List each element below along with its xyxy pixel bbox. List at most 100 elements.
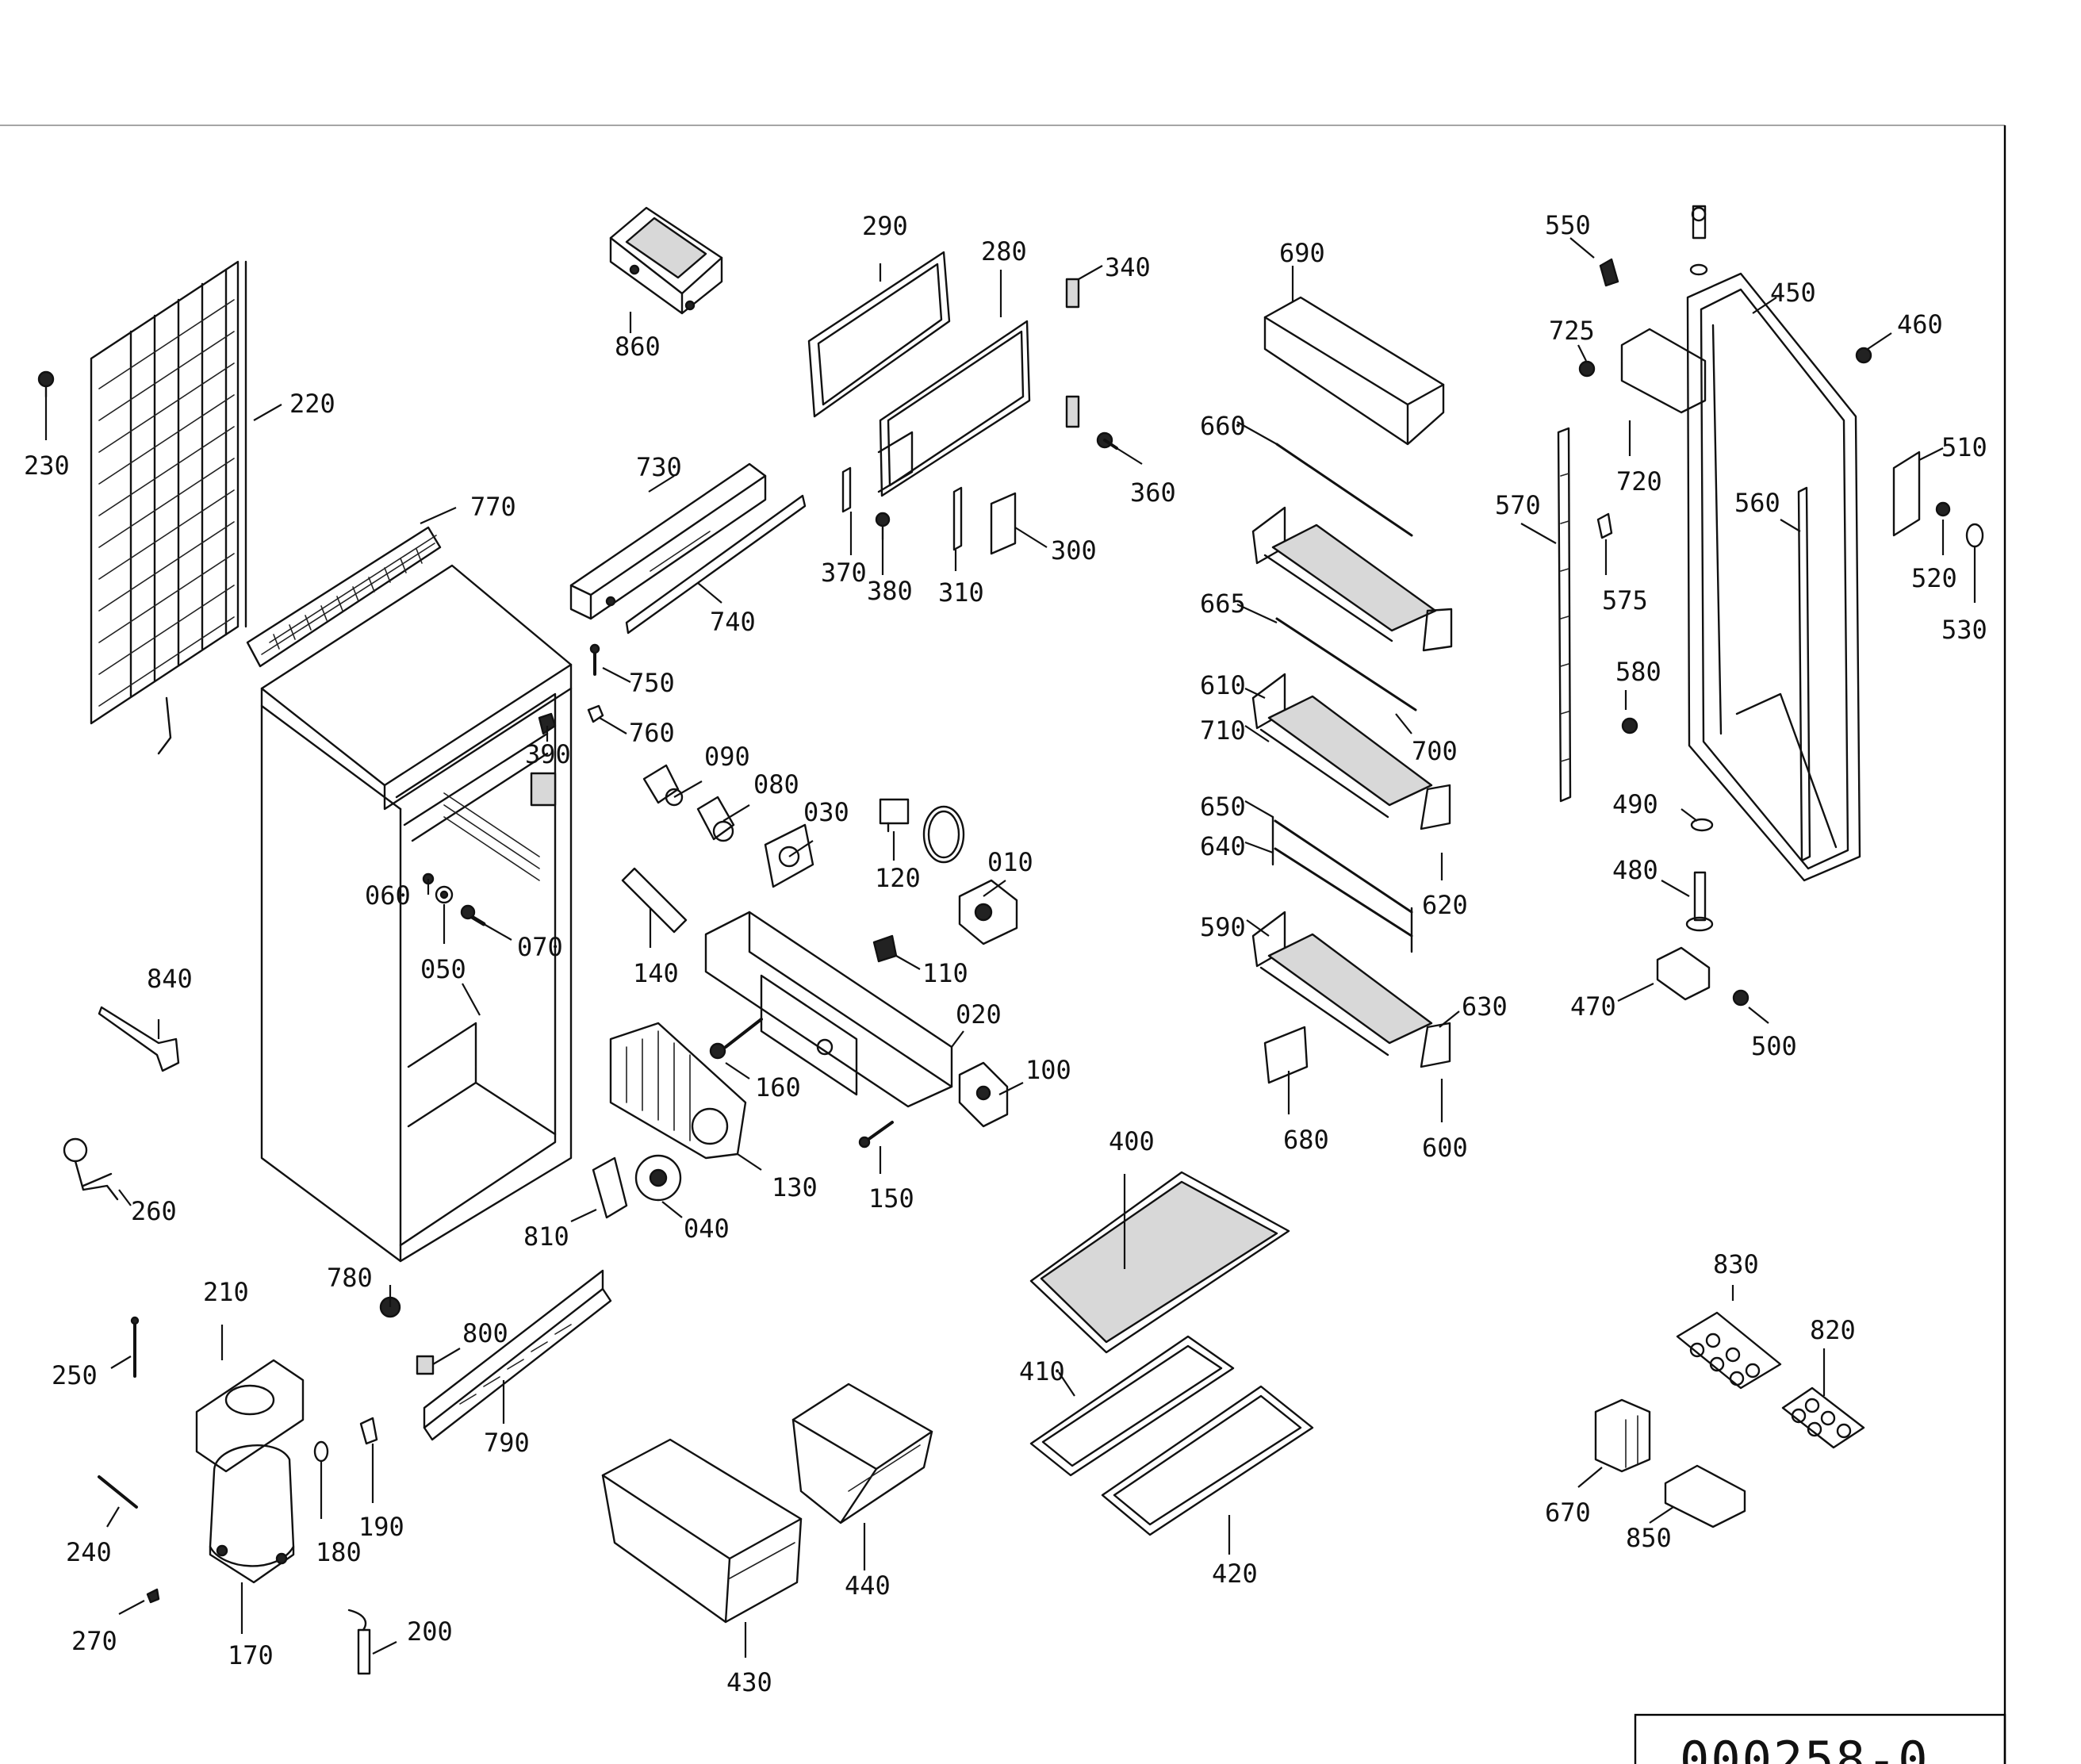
label-180: 180 <box>316 1537 362 1567</box>
power-cord-260 <box>63 1137 119 1201</box>
condenser-grid <box>90 260 247 755</box>
label-280: 280 <box>981 236 1027 267</box>
label-100: 100 <box>1025 1055 1071 1085</box>
label-260: 260 <box>131 1196 177 1226</box>
grommet-180 <box>313 1440 329 1463</box>
label-750: 750 <box>629 668 675 698</box>
washer-490 <box>1690 818 1714 832</box>
label-690: 690 <box>1279 238 1325 268</box>
drawer-440 <box>791 1382 933 1524</box>
label-710: 710 <box>1200 715 1246 746</box>
label-470: 470 <box>1570 991 1616 1022</box>
clip-390 <box>538 712 557 735</box>
label-620: 620 <box>1422 890 1468 920</box>
label-090: 090 <box>704 742 750 772</box>
rod-650 <box>1271 815 1413 953</box>
door-shelf-upper <box>1251 506 1453 652</box>
rail-570 <box>1557 427 1572 803</box>
label-790: 790 <box>484 1428 530 1458</box>
label-800: 800 <box>462 1318 508 1348</box>
label-730: 730 <box>636 452 682 482</box>
label-490: 490 <box>1612 789 1658 819</box>
label-140: 140 <box>633 958 679 988</box>
label-520: 520 <box>1911 563 1957 593</box>
label-480: 480 <box>1612 855 1658 885</box>
part-labels: 010 020 030 040 050 060 070 080 090 100 … <box>24 210 1987 1697</box>
screw-380 <box>875 512 891 541</box>
fan-housing-130 <box>609 1022 747 1160</box>
foot-270 <box>146 1588 160 1604</box>
label-460: 460 <box>1897 309 1943 339</box>
latch-370 <box>841 466 852 513</box>
screw-230 <box>37 370 55 398</box>
latch-310 <box>952 486 963 551</box>
label-600: 600 <box>1422 1133 1468 1163</box>
knob-090 <box>642 764 684 807</box>
label-050: 050 <box>420 954 466 984</box>
rod-660 <box>1275 443 1413 537</box>
screw-160 <box>709 1018 763 1060</box>
label-440: 440 <box>845 1570 891 1601</box>
label-570: 570 <box>1495 490 1541 520</box>
label-200: 200 <box>407 1616 453 1647</box>
label-370: 370 <box>821 558 867 588</box>
vent-grille <box>246 526 442 668</box>
label-190: 190 <box>358 1512 404 1542</box>
label-680: 680 <box>1283 1125 1329 1155</box>
label-720: 720 <box>1616 466 1662 497</box>
label-380: 380 <box>867 576 913 606</box>
cap-530 <box>1965 523 1984 548</box>
hinge-470 <box>1656 946 1711 1001</box>
clip-575 <box>1596 512 1613 539</box>
label-150: 150 <box>868 1183 914 1214</box>
door-shelf-lower <box>1251 911 1451 1068</box>
label-210: 210 <box>203 1277 249 1307</box>
grille-790 <box>423 1269 612 1441</box>
screw-360 <box>1096 431 1118 450</box>
cover-030 <box>764 823 814 888</box>
label-220: 220 <box>289 389 335 419</box>
label-310: 310 <box>938 577 984 608</box>
screw-500 <box>1732 989 1749 1007</box>
label-020: 020 <box>956 999 1002 1030</box>
label-430: 430 <box>726 1667 772 1697</box>
label-420: 420 <box>1212 1559 1258 1589</box>
cover-300 <box>990 492 1017 555</box>
label-270: 270 <box>71 1626 117 1656</box>
label-840: 840 <box>147 964 193 994</box>
label-030: 030 <box>803 797 849 827</box>
egg-tray-820 <box>1781 1386 1865 1449</box>
part-680-block <box>1263 1026 1309 1084</box>
wrench-840 <box>98 1006 180 1072</box>
bracket-210 <box>195 1359 305 1473</box>
label-660: 660 <box>1200 411 1246 441</box>
plate-810 <box>592 1156 628 1219</box>
label-400: 400 <box>1109 1126 1155 1156</box>
label-590: 590 <box>1200 912 1246 942</box>
drawing-number: 000258-0 <box>1680 1731 1930 1764</box>
label-550: 550 <box>1545 210 1591 240</box>
label-340: 340 <box>1105 252 1151 282</box>
compressor-170 <box>209 1444 295 1584</box>
label-010: 010 <box>987 847 1033 877</box>
label-850: 850 <box>1626 1523 1672 1553</box>
cover-100 <box>958 1061 1009 1128</box>
label-530: 530 <box>1941 615 1987 645</box>
label-725: 725 <box>1549 316 1595 346</box>
label-250: 250 <box>52 1360 98 1390</box>
label-120: 120 <box>875 863 921 893</box>
label-500: 500 <box>1751 1031 1797 1061</box>
control-panel-730 <box>569 462 767 620</box>
hinge-pin-480 <box>1685 871 1714 932</box>
housing-020 <box>704 911 953 1108</box>
lamp-080 <box>696 796 735 842</box>
label-700: 700 <box>1412 736 1458 766</box>
small-parts-left <box>422 872 486 926</box>
label-040: 040 <box>684 1214 730 1244</box>
trim-strip-740 <box>625 494 807 635</box>
label-740: 740 <box>710 607 756 637</box>
label-640: 640 <box>1200 831 1246 861</box>
title-block <box>1634 1713 2006 1764</box>
